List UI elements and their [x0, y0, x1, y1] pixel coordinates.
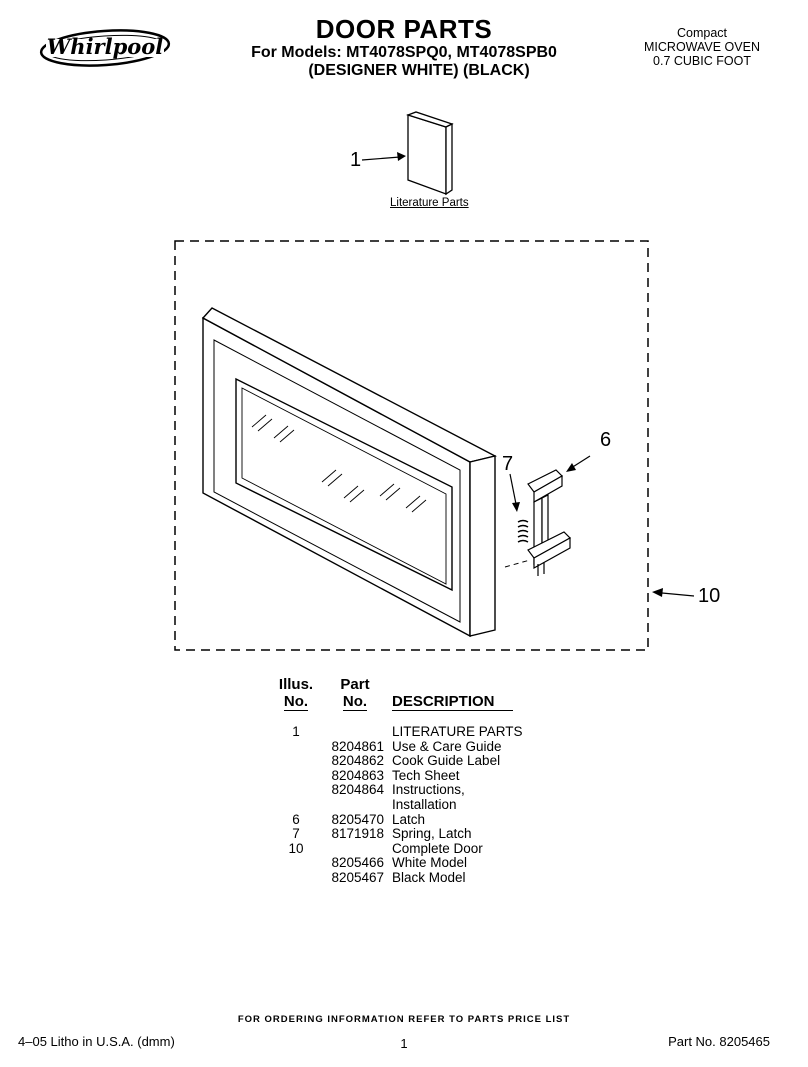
cell-illus-no [270, 783, 322, 798]
header-part-line2: No. [342, 693, 368, 711]
brand-wordmark: Whirlpool [47, 34, 164, 59]
product-line-3: 0.7 CUBIC FOOT [653, 54, 751, 68]
table-row: 1 LITERATURE PARTS [270, 724, 527, 740]
callout-1: 1 [350, 149, 361, 171]
cell-part-no: 8171918 [331, 826, 384, 842]
page-title: DOOR PARTS [315, 14, 493, 44]
table-row: 7 8171918 Spring, Latch [270, 827, 527, 842]
product-line-1: Compact [676, 26, 728, 40]
cell-description: Black Model [392, 869, 466, 885]
cell-description: Complete Door [392, 840, 483, 856]
header-part-line1: Part [340, 676, 370, 693]
cell-illus-no: 7 [292, 826, 300, 842]
callout-6: 6 [600, 429, 611, 451]
glass-reflection-marks [251, 414, 427, 513]
cell-description: LITERATURE PARTS [392, 724, 523, 739]
table-row: 10 Complete Door [270, 840, 527, 857]
callout-10: 10 [698, 585, 720, 607]
table-row: 8204863 Tech Sheet [270, 767, 527, 784]
cell-part-no [322, 725, 388, 740]
door-illustration [201, 307, 497, 638]
cell-illus-no [270, 740, 322, 755]
cell-description: White Model [392, 855, 468, 871]
table-row: 8205466 White Model [270, 856, 527, 871]
literature-parts-caption: Literature Parts [390, 197, 469, 209]
table-row: 8205467 Black Model [270, 869, 527, 886]
cell-part-no: 8204862 [331, 753, 384, 769]
models-line: For Models: MT4078SPQ0, MT4078SPB0 [251, 44, 557, 61]
cell-part-no: 8204861 [331, 738, 384, 754]
cell-description: Installation [392, 796, 457, 812]
table-row: 6 8205470 Latch [270, 811, 527, 828]
document-part-number: Part No. 8205465 [668, 1034, 770, 1049]
cell-illus-no [270, 856, 322, 871]
table-header-row: No. No. DESCRIPTION [270, 693, 527, 711]
cell-description: Use & Care Guide [392, 738, 502, 754]
cell-description: Spring, Latch [392, 826, 472, 842]
product-description: Compact MICROWAVE OVEN 0.7 CUBIC FOOT [632, 26, 772, 68]
colors-line: (DESIGNER WHITE) (BLACK) [308, 62, 530, 79]
ordering-note: FOR ORDERING INFORMATION REFER TO PARTS … [237, 1014, 571, 1025]
cell-part-no: 8205466 [331, 855, 384, 871]
header-illus-line1: Illus. [278, 676, 314, 693]
cell-illus-no [270, 871, 322, 886]
parts-table: Illus. Part No. No. DESCRIPTION 1 LITERAT… [270, 676, 527, 886]
literature-booklet-illustration [406, 111, 454, 196]
cell-part-no: 8205470 [331, 811, 384, 827]
product-line-2: MICROWAVE OVEN [644, 40, 760, 54]
table-row: Installation [270, 796, 527, 813]
cell-part-no: 8204863 [331, 767, 384, 783]
cell-part-no: 8204864 [331, 782, 384, 798]
spring-illustration [517, 519, 529, 543]
cell-illus-no [270, 754, 322, 769]
cell-illus-no: 6 [292, 811, 300, 827]
table-row: 8204864 Instructions, [270, 783, 527, 798]
cell-illus-no [270, 769, 322, 784]
cell-description: Instructions, [392, 782, 465, 798]
cell-description: Latch [392, 811, 426, 827]
table-row: 8204861 Use & Care Guide [270, 738, 527, 755]
callout-7: 7 [502, 453, 513, 475]
latch-illustration [527, 469, 571, 576]
cell-illus-no: 1 [292, 724, 300, 739]
cell-part-no: 8205467 [331, 869, 384, 885]
cell-part-no [322, 842, 388, 857]
cell-illus-no [270, 798, 322, 813]
cell-illus-no: 10 [288, 840, 304, 856]
header-description: DESCRIPTION [392, 693, 513, 711]
cell-description: Tech Sheet [392, 767, 460, 783]
whirlpool-logo: Whirlpool [39, 29, 171, 67]
exploded-view-diagram: 1 6 7 10 [174, 111, 720, 651]
assembly-boundary [174, 240, 649, 651]
table-header-row: Illus. Part [270, 676, 527, 693]
litho-info: 4–05 Litho in U.S.A. (dmm) [18, 1034, 175, 1049]
header-illus-line2: No. [283, 693, 309, 711]
table-row: 8204862 Cook Guide Label [270, 754, 527, 769]
cell-part-no [322, 798, 388, 813]
cell-description: Cook Guide Label [392, 753, 501, 769]
page-number: 1 [400, 1036, 408, 1051]
